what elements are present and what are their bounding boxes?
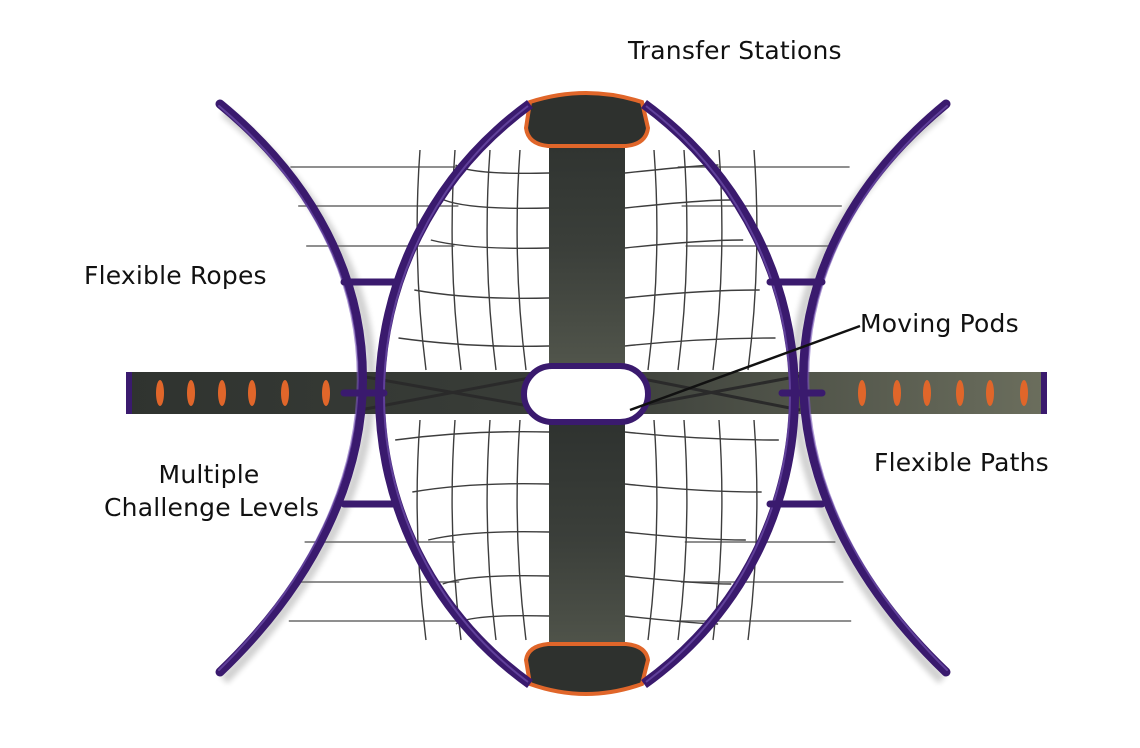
net-line [677, 419, 688, 641]
belt-slot [156, 380, 164, 406]
label-flexible-ropes: Flexible Ropes [84, 261, 267, 290]
net-line [414, 289, 550, 300]
label-transfer-stations: Transfer Stations [628, 36, 842, 65]
label-multiple-challenge-levels: Multiple Challenge Levels [104, 458, 320, 524]
belt-slot [893, 380, 901, 406]
label-flexible-paths: Flexible Paths [874, 448, 1049, 477]
label-levels-line1: Multiple [158, 460, 260, 489]
net-line [416, 419, 427, 641]
belt-slot [858, 380, 866, 406]
net-line [647, 419, 658, 641]
net-line [428, 530, 550, 541]
belt-slot [1020, 380, 1028, 406]
net-line [624, 531, 746, 541]
moving-pods-pointer [629, 324, 861, 412]
net-line [624, 483, 762, 493]
climbing-net [395, 149, 779, 641]
net-line [624, 239, 744, 249]
transfer-station-top [523, 91, 651, 148]
net-line [486, 419, 497, 641]
net-line [747, 149, 758, 371]
net-line [430, 239, 550, 250]
net-line [442, 574, 550, 585]
belt-slot [218, 380, 226, 406]
net-line [395, 430, 550, 441]
belt-slot [923, 380, 931, 406]
label-moving-pods: Moving Pods [860, 309, 1019, 338]
belt-slot [986, 380, 994, 406]
net-line [624, 431, 779, 441]
belt-slot [187, 380, 195, 406]
net-line [677, 149, 688, 371]
net-line [416, 149, 427, 371]
belt-slot [322, 380, 330, 406]
net-line [624, 289, 760, 299]
net-line [747, 419, 758, 641]
net-line [443, 199, 550, 210]
belt-slot [248, 380, 256, 406]
net-line [624, 575, 732, 585]
net-line [647, 149, 658, 371]
net-line [624, 199, 730, 209]
net-line [516, 419, 527, 641]
belt-slots [156, 380, 1028, 406]
net-line [412, 482, 550, 493]
label-levels-line2: Challenge Levels [104, 493, 320, 522]
net-line [624, 337, 776, 347]
net-line [516, 149, 527, 371]
net-line [398, 337, 550, 348]
transfer-station-bottom [523, 642, 651, 696]
belt-slot [281, 380, 289, 406]
connector-bars [340, 278, 826, 508]
moving-pods [521, 363, 651, 425]
outer-frame-arcs [215, 99, 951, 677]
belt-slot [956, 380, 964, 406]
pod-cross-ropes [359, 374, 801, 412]
vertical-belt [549, 128, 625, 660]
net-line [486, 149, 497, 371]
